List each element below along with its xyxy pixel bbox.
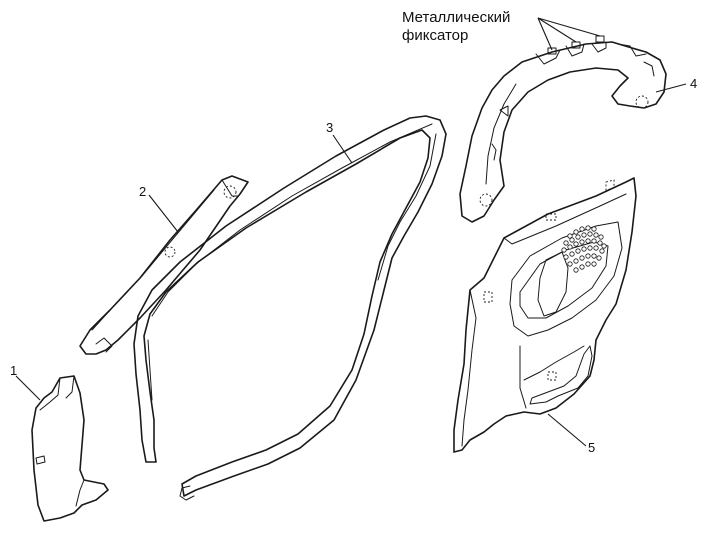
callout-1: 1	[10, 363, 41, 401]
callout-2: 2	[139, 184, 179, 233]
part-1-lower-pillar-panel	[31, 375, 109, 522]
callout-2-label: 2	[139, 184, 146, 199]
part-5-rear-quarter-panel	[453, 177, 637, 453]
callout-5: 5	[547, 413, 595, 455]
metal-clip-annotation: Металлический фиксатор	[402, 9, 605, 55]
callout-4: 4	[655, 76, 697, 93]
callout-1-label: 1	[10, 363, 17, 378]
metal-clip-label-line2: фиксатор	[402, 27, 468, 44]
part-3-door-weatherstrip	[133, 115, 447, 501]
callout-4-label: 4	[690, 76, 697, 91]
callout-3-label: 3	[326, 120, 333, 135]
metal-clip-label-line1: Металлический	[402, 9, 510, 26]
part-4-wheel-arch-trim	[459, 41, 667, 223]
part-2-upper-pillar-strip	[79, 175, 249, 355]
callout-3: 3	[326, 120, 353, 164]
callout-5-label: 5	[588, 440, 595, 455]
speaker-grille-icon	[561, 225, 607, 273]
